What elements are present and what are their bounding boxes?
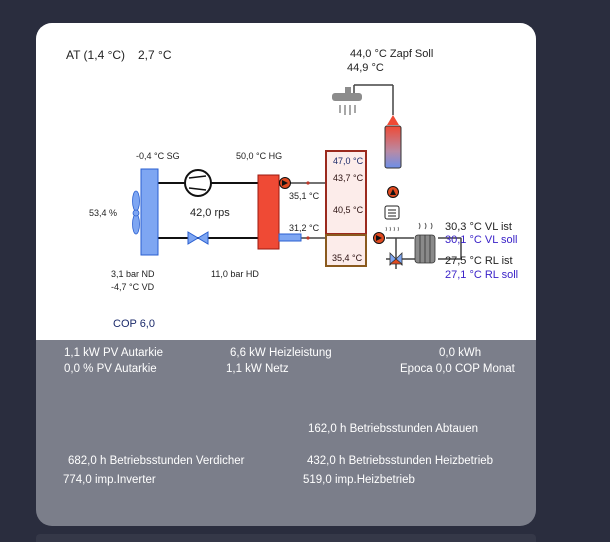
heat-pump-card: AT (1,4 °C) 2,7 °C 44,0 °C Zapf Soll 44,… xyxy=(36,23,536,526)
low-pressure: 3,1 bar ND xyxy=(111,269,155,279)
diagram-graphics xyxy=(132,84,462,269)
compressor-rps: 42,0 rps xyxy=(190,207,230,219)
pv-autarkie-percent: 0,0 % PV Autarkie xyxy=(64,363,157,375)
suction-gas-temp: -0,4 °C SG xyxy=(136,151,180,161)
mixing-valve-icon xyxy=(388,252,404,266)
pv-autarkie-kw: 1,1 kW PV Autarkie xyxy=(64,347,164,359)
energy-kwh: 0,0 kWh xyxy=(439,347,482,359)
expansion-valve-icon xyxy=(187,231,209,245)
flow-temp-actual: 30,3 °C VL ist xyxy=(445,221,512,233)
hot-gas-temp: 50,0 °C HG xyxy=(236,151,283,161)
monthly-cop: Epoca 0,0 COP Monat xyxy=(400,363,515,375)
next-card-edge xyxy=(36,534,536,542)
return-temp: 31,2 °C xyxy=(289,223,320,233)
dhw-actual: 44,9 °C xyxy=(347,62,384,74)
dhw-setpoint: 44,0 °C Zapf Soll xyxy=(350,48,434,60)
storage-tank xyxy=(325,150,367,267)
tank-mid-temp: 43,7 °C xyxy=(333,173,364,183)
outdoor-temp-label: AT (1,4 °C) xyxy=(66,48,126,62)
evaporation-temp: -4,7 °C VD xyxy=(111,282,155,292)
heating-pump-icon xyxy=(373,232,385,244)
tank-low-temp: 40,5 °C xyxy=(333,205,364,215)
grid-power: 1,1 kW Netz xyxy=(226,363,289,375)
condenser-out-temp: 35,1 °C xyxy=(289,191,320,201)
fan-icon xyxy=(132,190,140,235)
radiator-icon xyxy=(414,222,436,264)
stats-panel: 1,1 kW PV Autarkie 0,0 % PV Autarkie 6,6… xyxy=(36,340,536,526)
cop-value: COP 6,0 xyxy=(113,318,155,330)
fan-speed: 53,4 % xyxy=(89,208,118,218)
pump-icon xyxy=(279,177,291,189)
defrost-hours: 162,0 h Betriebsstunden Abtauen xyxy=(308,423,479,435)
dhw-pump-icon xyxy=(387,186,399,198)
heating-power: 6,6 kW Heizleistung xyxy=(230,347,332,359)
tank-bottom-temp: 35,4 °C xyxy=(332,253,363,263)
inverter-impulses: 774,0 imp.Inverter xyxy=(63,474,156,486)
outdoor-temp-value: 2,7 °C xyxy=(138,48,172,62)
compressor-icon xyxy=(184,169,212,197)
heating-hours: 432,0 h Betriebsstunden Heizbetrieb xyxy=(307,455,494,467)
controller-icon xyxy=(384,205,400,220)
high-pressure: 11,0 bar HD xyxy=(211,269,259,279)
return-temp-actual: 27,5 °C RL ist xyxy=(445,255,513,267)
shower-icon xyxy=(332,87,362,115)
heat-waves-icon xyxy=(385,226,399,232)
dhw-cylinder xyxy=(384,115,402,169)
return-temp-setpoint: 27,1 °C RL soll xyxy=(445,269,519,281)
heat-pump-diagram: AT (1,4 °C) 2,7 °C 44,0 °C Zapf Soll 44,… xyxy=(36,23,536,340)
flow-sensor xyxy=(278,233,302,242)
heating-impulses: 519,0 imp.Heizbetrieb xyxy=(303,474,415,486)
compressor-hours: 682,0 h Betriebsstunden Verdicher xyxy=(68,455,245,467)
condenser xyxy=(257,174,280,250)
evaporator xyxy=(140,168,159,256)
tank-top-temp: 47,0 °C xyxy=(333,156,364,166)
flow-temp-setpoint: 30,1 °C VL soll xyxy=(445,234,518,246)
